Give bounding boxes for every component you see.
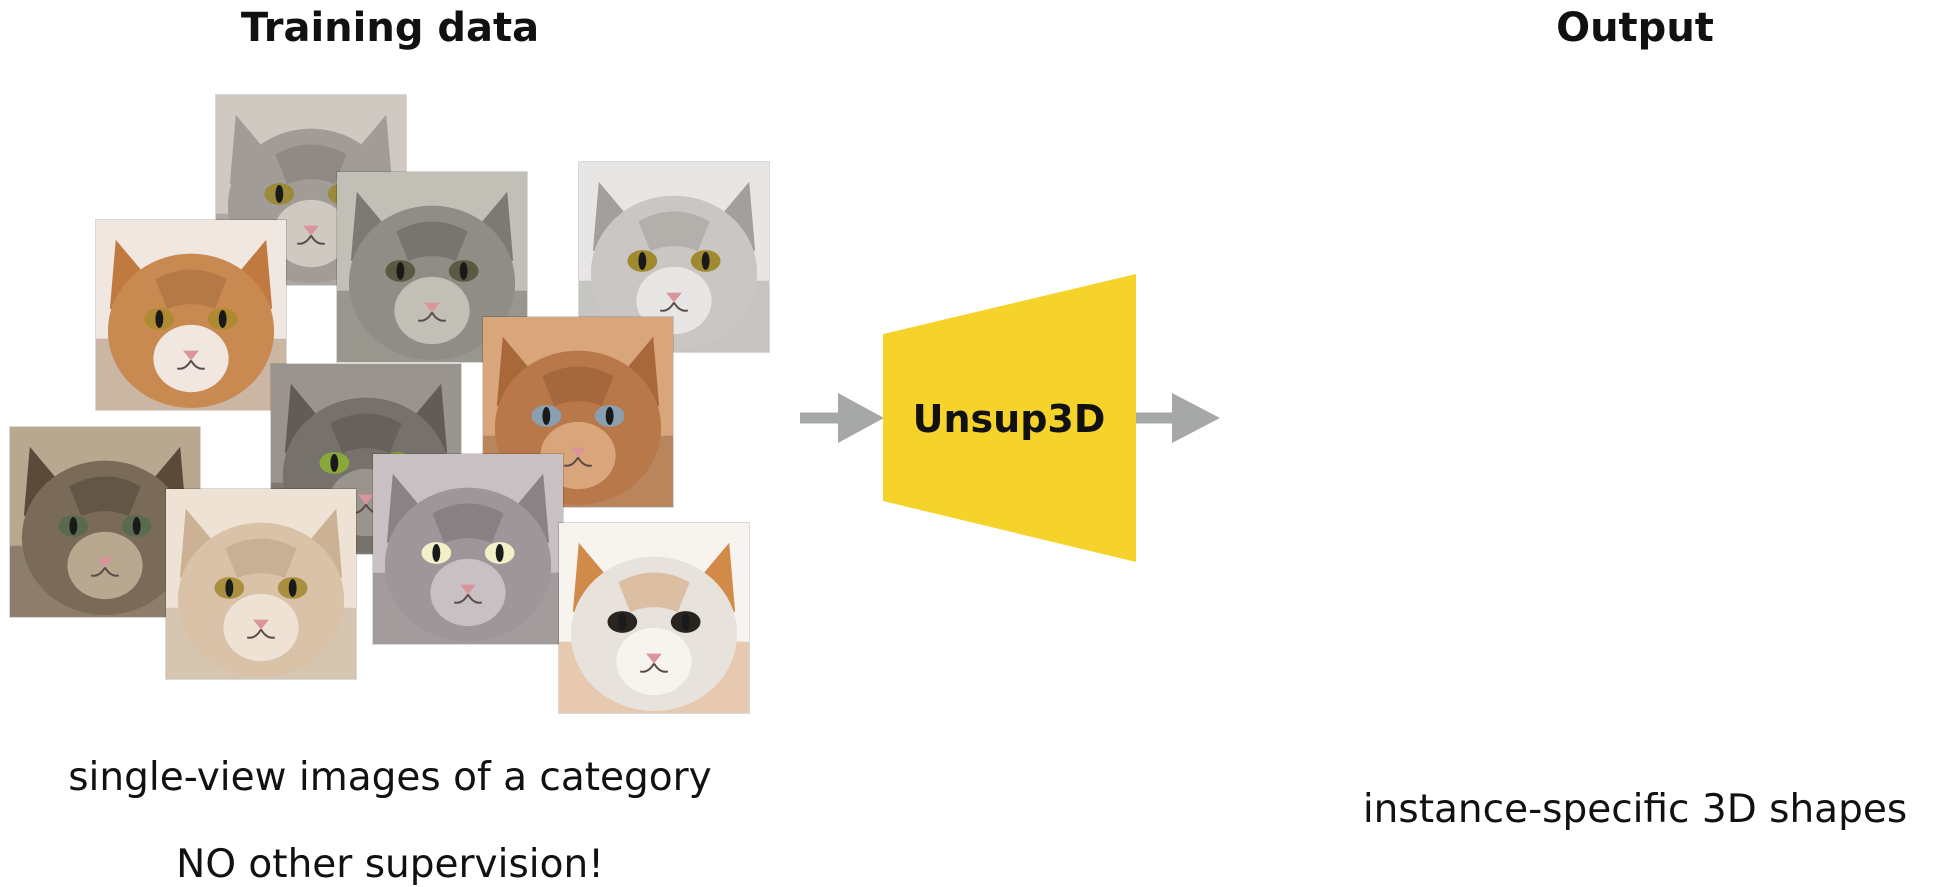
cat-photo-silver-glowing-eyes	[372, 453, 564, 645]
unsup3d-model-block	[883, 274, 1136, 562]
cat-photo-cream	[165, 488, 357, 680]
cat-photo-calico-kitten	[558, 522, 750, 714]
cat-photo-orange-white	[95, 219, 287, 411]
output-caption: instance-specific 3D shapes	[1362, 787, 1908, 832]
input-arrow	[800, 393, 884, 443]
output-arrow	[1136, 393, 1220, 443]
output-heading: Output	[1556, 5, 1714, 51]
training-caption-secondary: NO other supervision!	[176, 842, 604, 887]
training-data-heading: Training data	[240, 5, 540, 51]
model-label: Unsup3D	[913, 397, 1106, 441]
training-caption-primary: single-view images of a category	[68, 755, 712, 800]
